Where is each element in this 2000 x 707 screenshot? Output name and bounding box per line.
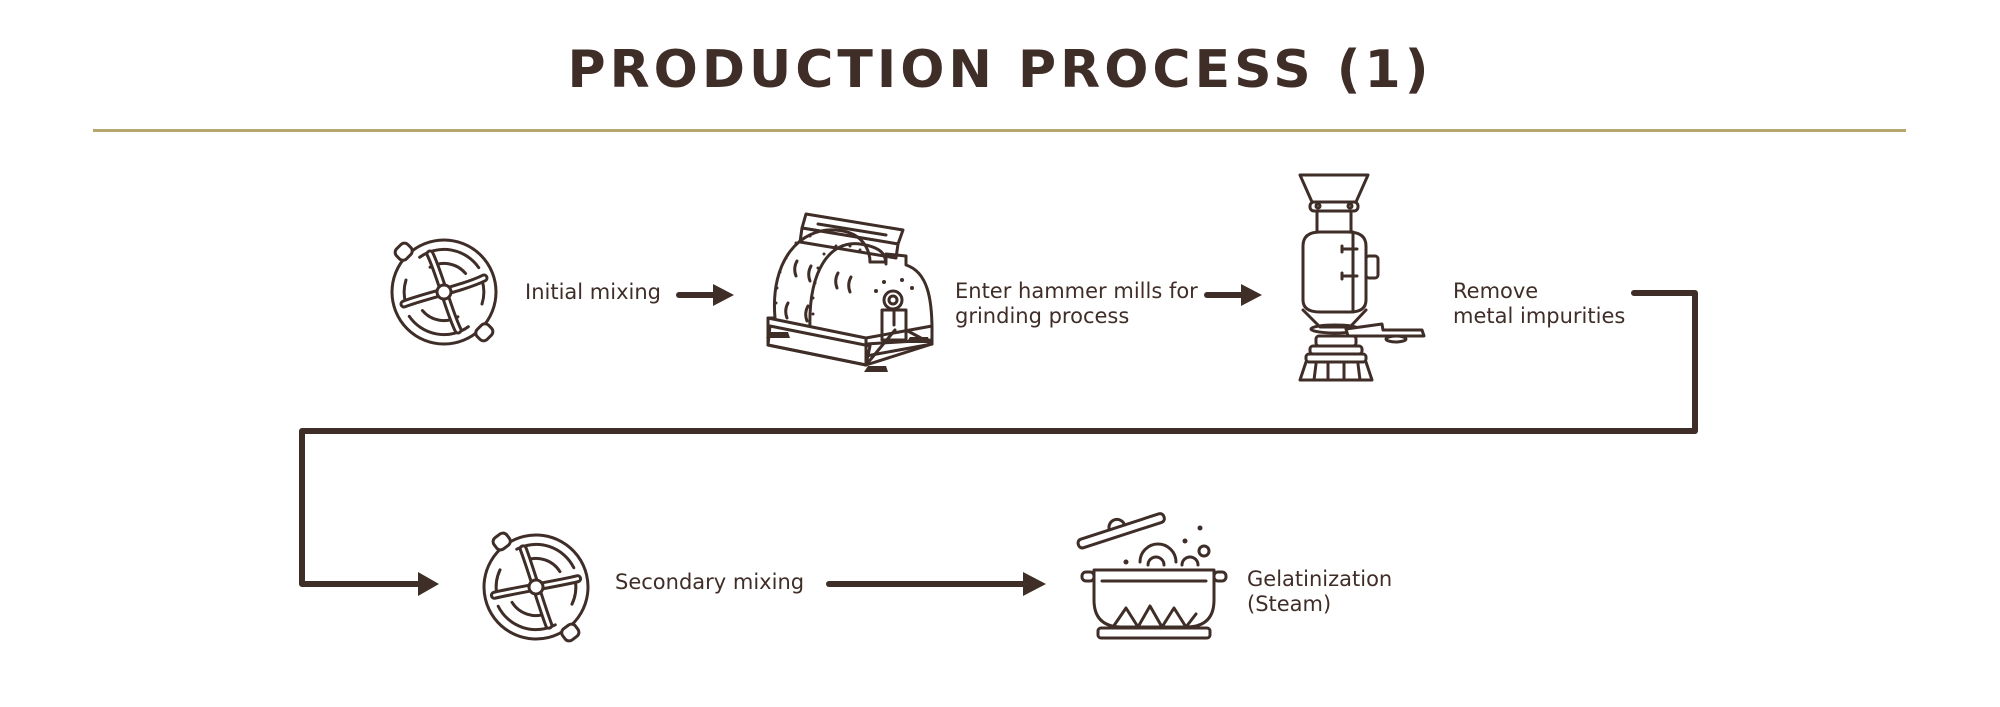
label-line: Secondary mixing [615, 570, 805, 594]
flow-connector-row-wrap [299, 290, 1698, 596]
flow-arrow-2 [1204, 284, 1262, 306]
step-label-gelatinization: Gelatinization (Steam) [1247, 567, 1392, 617]
steam-pot-icon [1076, 512, 1228, 640]
label-line: Enter hammer mills for [955, 279, 1198, 303]
step-label-secondary-mixing: Secondary mixing [615, 570, 804, 595]
page-title: PRODUCTION PROCESS (1) [567, 40, 1433, 100]
magnetic-separator-icon [1298, 173, 1426, 382]
label-line: grinding process [955, 304, 1130, 328]
title-divider [93, 129, 1906, 132]
step-label-initial-mixing: Initial mixing [525, 280, 661, 305]
flow-arrow-4 [826, 572, 1046, 596]
flow-arrow-1 [676, 284, 734, 306]
label-line: Remove [1453, 279, 1539, 303]
label-line: Gelatinization [1247, 567, 1393, 591]
step-label-hammer-mill: Enter hammer mills for grinding process [955, 279, 1198, 329]
step-label-metal-removal: Remove metal impurities [1453, 279, 1625, 329]
label-line: (Steam) [1247, 592, 1332, 616]
hammer-mill-icon [766, 212, 934, 372]
label-line: Initial mixing [525, 280, 661, 304]
mixer-icon [482, 531, 590, 643]
label-line: metal impurities [1453, 304, 1626, 328]
mixer-icon [390, 238, 498, 346]
